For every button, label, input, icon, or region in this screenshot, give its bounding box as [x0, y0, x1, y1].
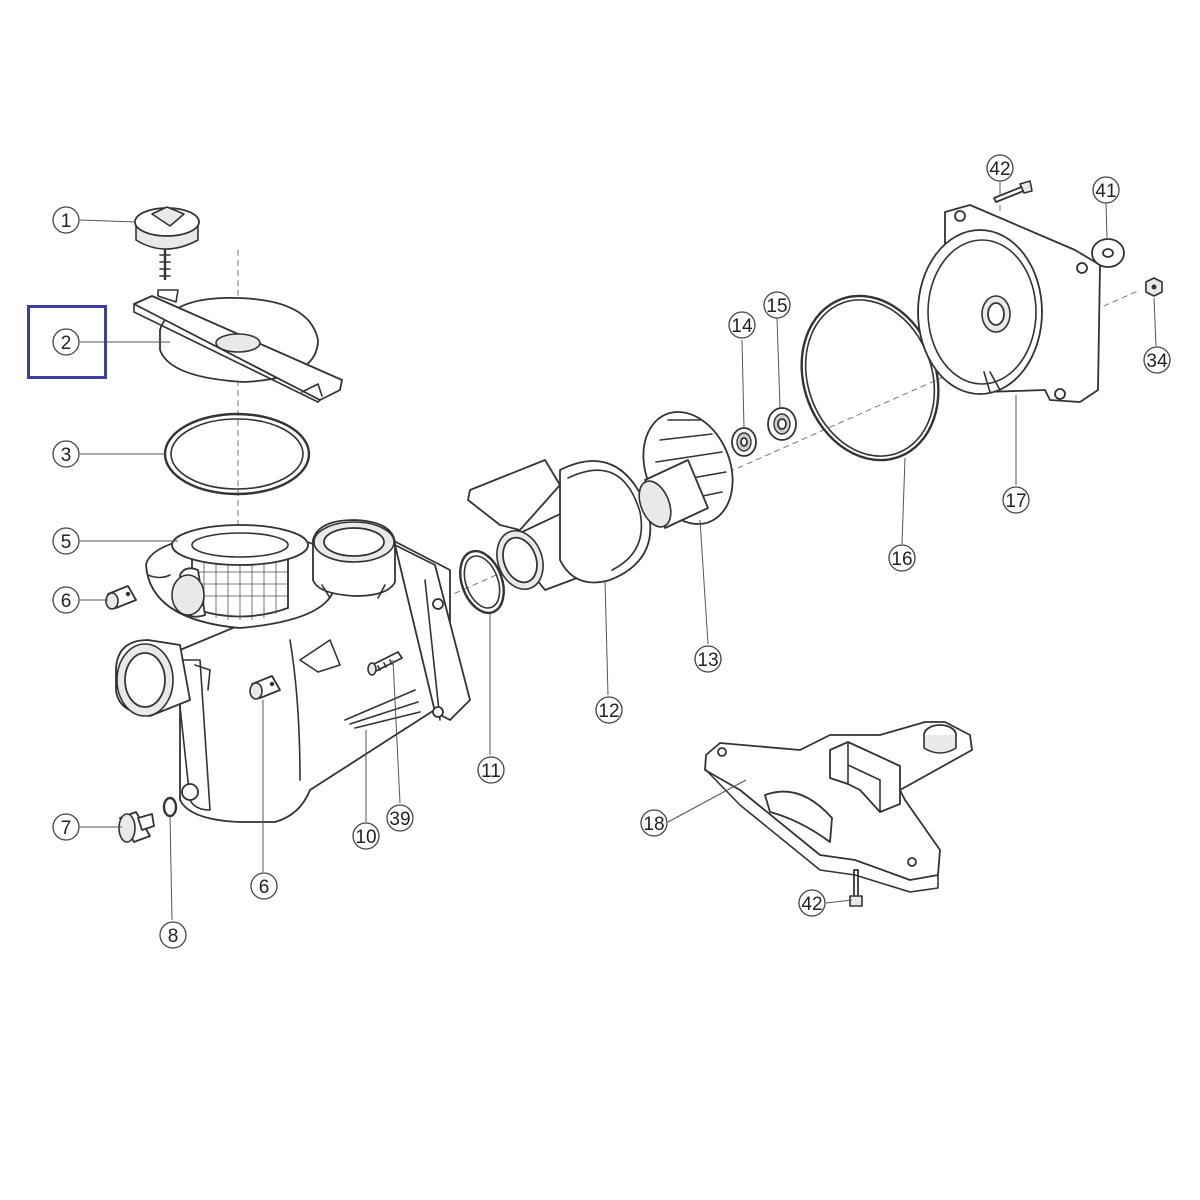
part-42-bolt-a — [993, 180, 1033, 203]
part-11-oring — [459, 549, 505, 615]
part-7-drain-plug — [118, 811, 155, 843]
svg-text:41: 41 — [1095, 181, 1116, 202]
svg-text:6: 6 — [259, 877, 270, 898]
callout-6-left: 6 — [52, 586, 80, 614]
part-42-bolt-b — [849, 869, 863, 907]
leader-lines — [79, 182, 1157, 921]
part-13-impeller — [638, 411, 734, 529]
svg-text:34: 34 — [1146, 351, 1168, 372]
svg-text:42: 42 — [989, 159, 1010, 180]
part-3-oring — [163, 412, 311, 496]
highlight-box-part-2 — [27, 305, 107, 379]
part-6-plug-b — [249, 675, 281, 700]
svg-text:12: 12 — [598, 701, 619, 722]
part-10-housing — [115, 519, 471, 823]
svg-text:2: 2 — [61, 333, 72, 354]
callout-11: 11 — [477, 756, 505, 784]
part-8-oring — [162, 796, 178, 818]
callout-6-bottom: 6 — [250, 872, 278, 900]
svg-text:5: 5 — [61, 532, 72, 553]
part-34-nut — [1145, 277, 1163, 297]
callout-15: 15 — [763, 291, 791, 319]
part-39-screw — [367, 651, 403, 676]
part-1-knob — [134, 206, 200, 280]
callout-10: 10 — [352, 822, 380, 850]
callout-39: 39 — [386, 804, 414, 832]
callout-2: 2 — [52, 328, 80, 356]
svg-text:14: 14 — [731, 316, 753, 337]
callout-16: 16 — [888, 544, 916, 572]
part-15-seal — [767, 407, 797, 441]
part-17-flange — [917, 204, 1101, 403]
callout-3: 3 — [52, 440, 80, 468]
callout-18: 18 — [640, 809, 668, 837]
callout-8: 8 — [159, 921, 187, 949]
part-12-diffuser — [467, 459, 652, 591]
svg-text:10: 10 — [355, 827, 376, 848]
callout-42-top: 42 — [986, 154, 1014, 182]
callout-41: 41 — [1092, 176, 1120, 204]
callout-34: 34 — [1143, 346, 1171, 374]
svg-text:11: 11 — [481, 761, 501, 782]
callout-7: 7 — [52, 813, 80, 841]
callout-5: 5 — [52, 527, 80, 555]
svg-text:7: 7 — [61, 818, 72, 839]
part-41-washer — [1091, 238, 1125, 268]
svg-text:18: 18 — [643, 814, 664, 835]
callout-17: 17 — [1002, 486, 1030, 514]
part-14-seal — [731, 427, 757, 457]
svg-text:6: 6 — [61, 591, 72, 612]
svg-text:17: 17 — [1005, 491, 1026, 512]
part-2-lid — [133, 289, 343, 403]
svg-text:3: 3 — [61, 445, 72, 466]
callout-14: 14 — [728, 311, 756, 339]
svg-text:13: 13 — [697, 650, 718, 671]
svg-text:16: 16 — [891, 549, 912, 570]
callout-1: 1 — [52, 206, 80, 234]
svg-text:15: 15 — [766, 296, 787, 317]
callout-42-bottom: 42 — [798, 889, 826, 917]
svg-text:39: 39 — [389, 809, 410, 830]
svg-text:1: 1 — [61, 211, 72, 232]
part-6-plug-a — [105, 585, 137, 610]
svg-text:8: 8 — [168, 926, 179, 947]
part-18-base — [704, 721, 973, 893]
callout-13: 13 — [694, 645, 722, 673]
svg-text:42: 42 — [801, 894, 822, 915]
part-5-basket — [171, 524, 309, 620]
callout-12: 12 — [595, 696, 623, 724]
